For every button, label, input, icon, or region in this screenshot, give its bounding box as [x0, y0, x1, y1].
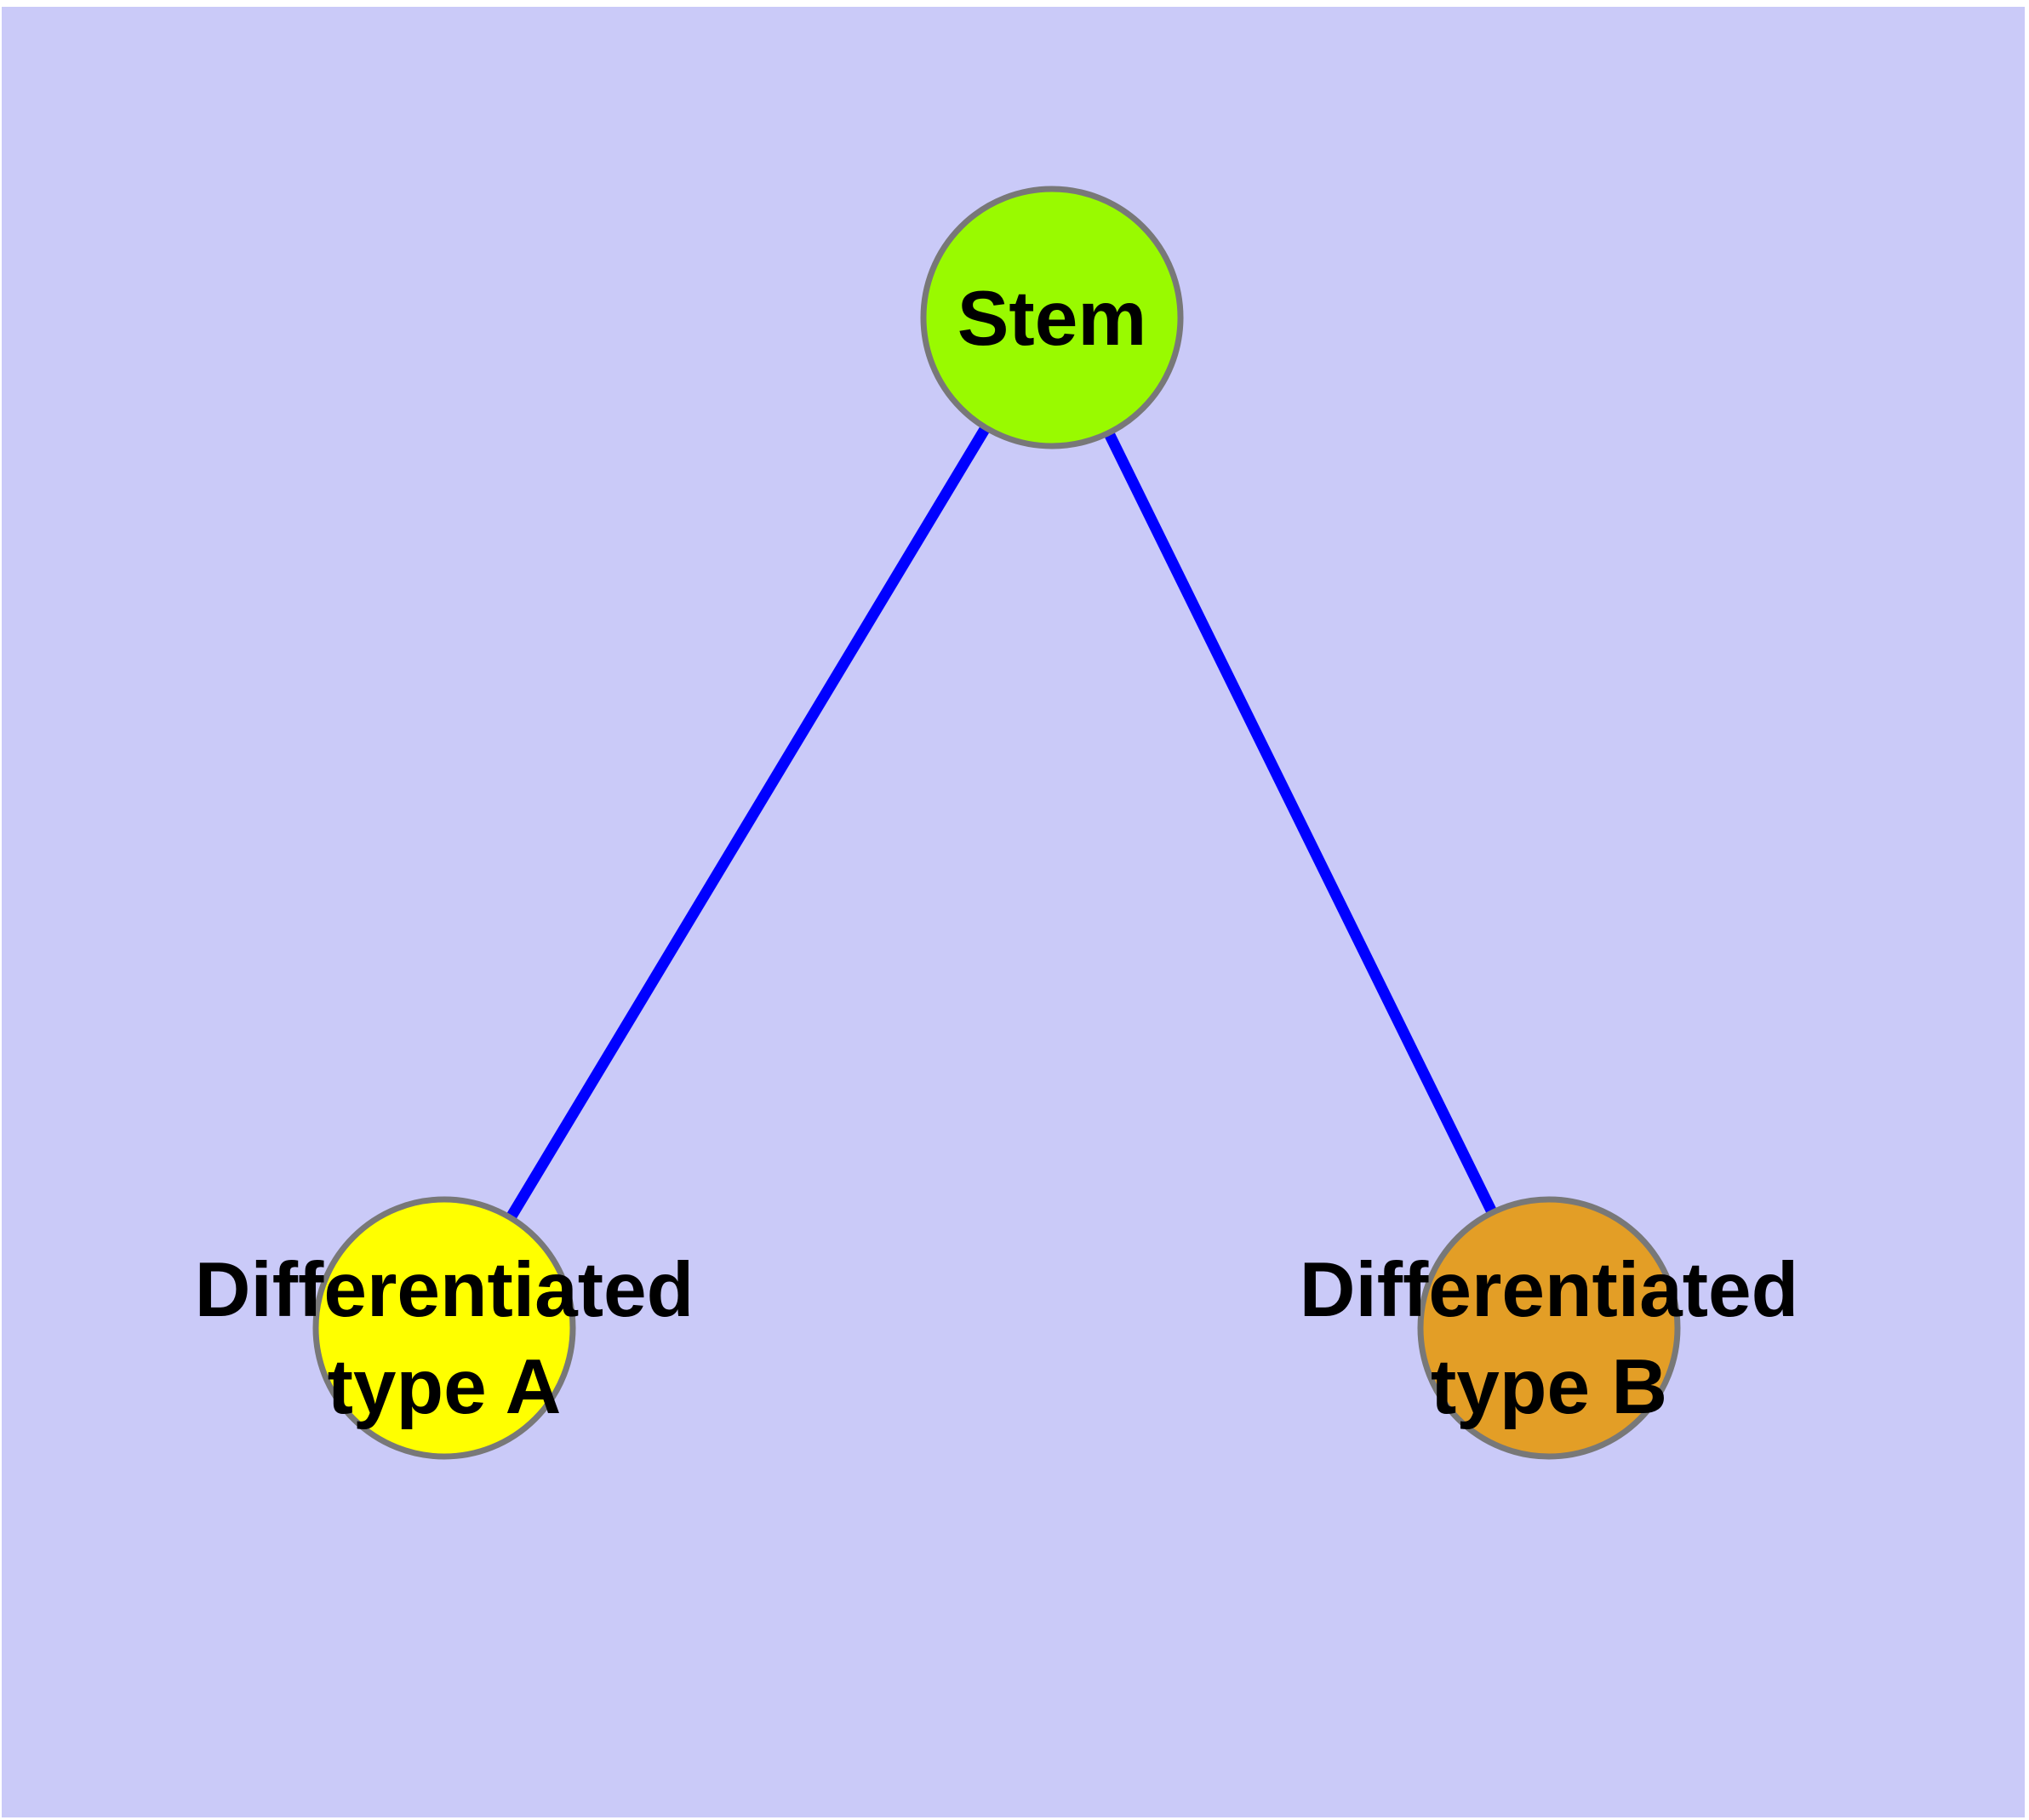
node-differentiated-type-b [1417, 1196, 1681, 1460]
edge-stem-to-type-a [439, 314, 1057, 1331]
node-stem-label: Stem [957, 276, 1147, 362]
node-stem [920, 186, 1184, 449]
node-type-a-label-line-1: Differentiated [195, 1247, 694, 1333]
node-type-b-label-line-1: Differentiated [1300, 1247, 1799, 1333]
node-type-a-label-line-2: type A [328, 1344, 562, 1430]
node-differentiated-type-a [312, 1196, 576, 1460]
node-type-b-label-line-2: type B [1431, 1344, 1667, 1430]
edge-stem-to-type-b [1047, 315, 1554, 1331]
